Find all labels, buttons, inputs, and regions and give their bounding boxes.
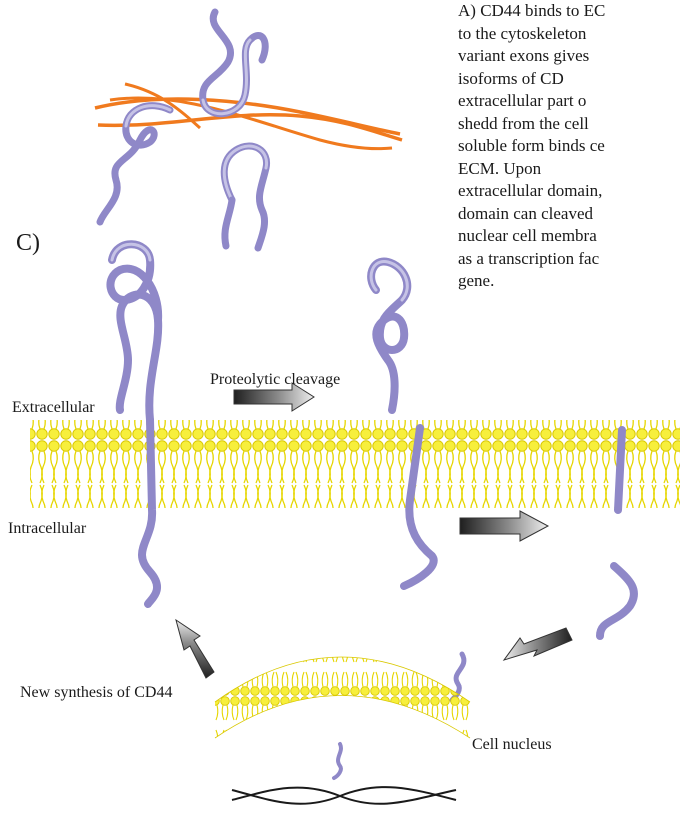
caption-line: to the cytoskeleton <box>458 23 680 46</box>
caption-line: extracellular part o <box>458 90 680 113</box>
arrow-new-synthesis <box>176 620 214 678</box>
cd44-icd-released <box>600 566 634 636</box>
plasma-membrane <box>30 420 680 508</box>
nuclear-membrane <box>210 620 475 750</box>
caption-line: soluble form binds ce <box>458 135 680 158</box>
label-intracellular: Intracellular <box>8 520 87 537</box>
panel-label-c: C) <box>16 230 40 256</box>
cd44-cleaved-ectodomain <box>371 261 407 410</box>
cd44-right-stub <box>618 430 622 510</box>
caption-line: shedd from the cell <box>458 113 680 136</box>
label-new-synthesis: New synthesis of CD44 <box>20 684 172 701</box>
dna-double-helix <box>232 787 456 804</box>
caption-line: extracellular domain, <box>458 180 680 203</box>
caption-line: nuclear cell membra <box>458 225 680 248</box>
label-cell-nucleus: Cell nucleus <box>472 736 552 753</box>
caption-line: gene. <box>458 270 680 293</box>
caption-line: domain can cleaved <box>458 203 680 226</box>
label-extracellular: Extracellular <box>12 399 95 416</box>
arrow-to-nucleus <box>504 628 572 660</box>
caption-line: variant exons gives <box>458 45 680 68</box>
caption-line: ECM. Upon <box>458 158 680 181</box>
caption-paragraph: A) CD44 binds to EC to the cytoskeleton … <box>458 0 680 293</box>
caption-line: A) CD44 binds to EC <box>458 0 680 23</box>
caption-line: isoforms of CD <box>458 68 680 91</box>
label-proteolytic-cleavage: Proteolytic cleavage <box>210 371 340 388</box>
caption-line: as a transcription fac <box>458 248 680 271</box>
arrow-release <box>460 511 548 541</box>
cd44-top-right <box>224 146 266 248</box>
